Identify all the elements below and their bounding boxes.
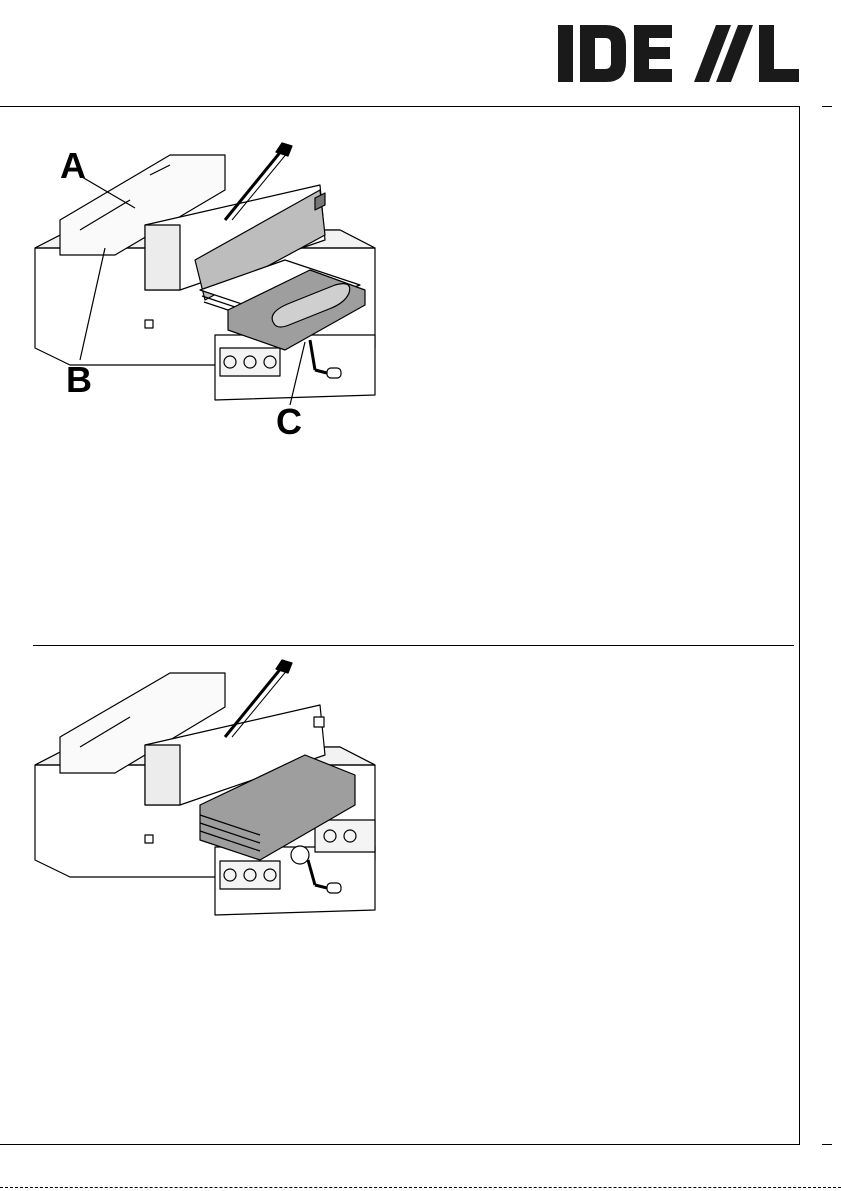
- margin-tick: [822, 1144, 832, 1145]
- page-frame-top: [0, 106, 800, 107]
- ideal-logo: [556, 24, 802, 84]
- section-divider: [33, 645, 794, 646]
- callout-b: B: [66, 362, 92, 398]
- paper-cutter-illustration-2: [20, 655, 400, 935]
- margin-tick: [822, 106, 832, 107]
- page-frame-bottom: [0, 1144, 800, 1145]
- callout-a: A: [60, 148, 86, 184]
- page-frame-right: [799, 106, 800, 1145]
- callout-c: C: [276, 404, 302, 440]
- cut-line: [0, 1187, 841, 1188]
